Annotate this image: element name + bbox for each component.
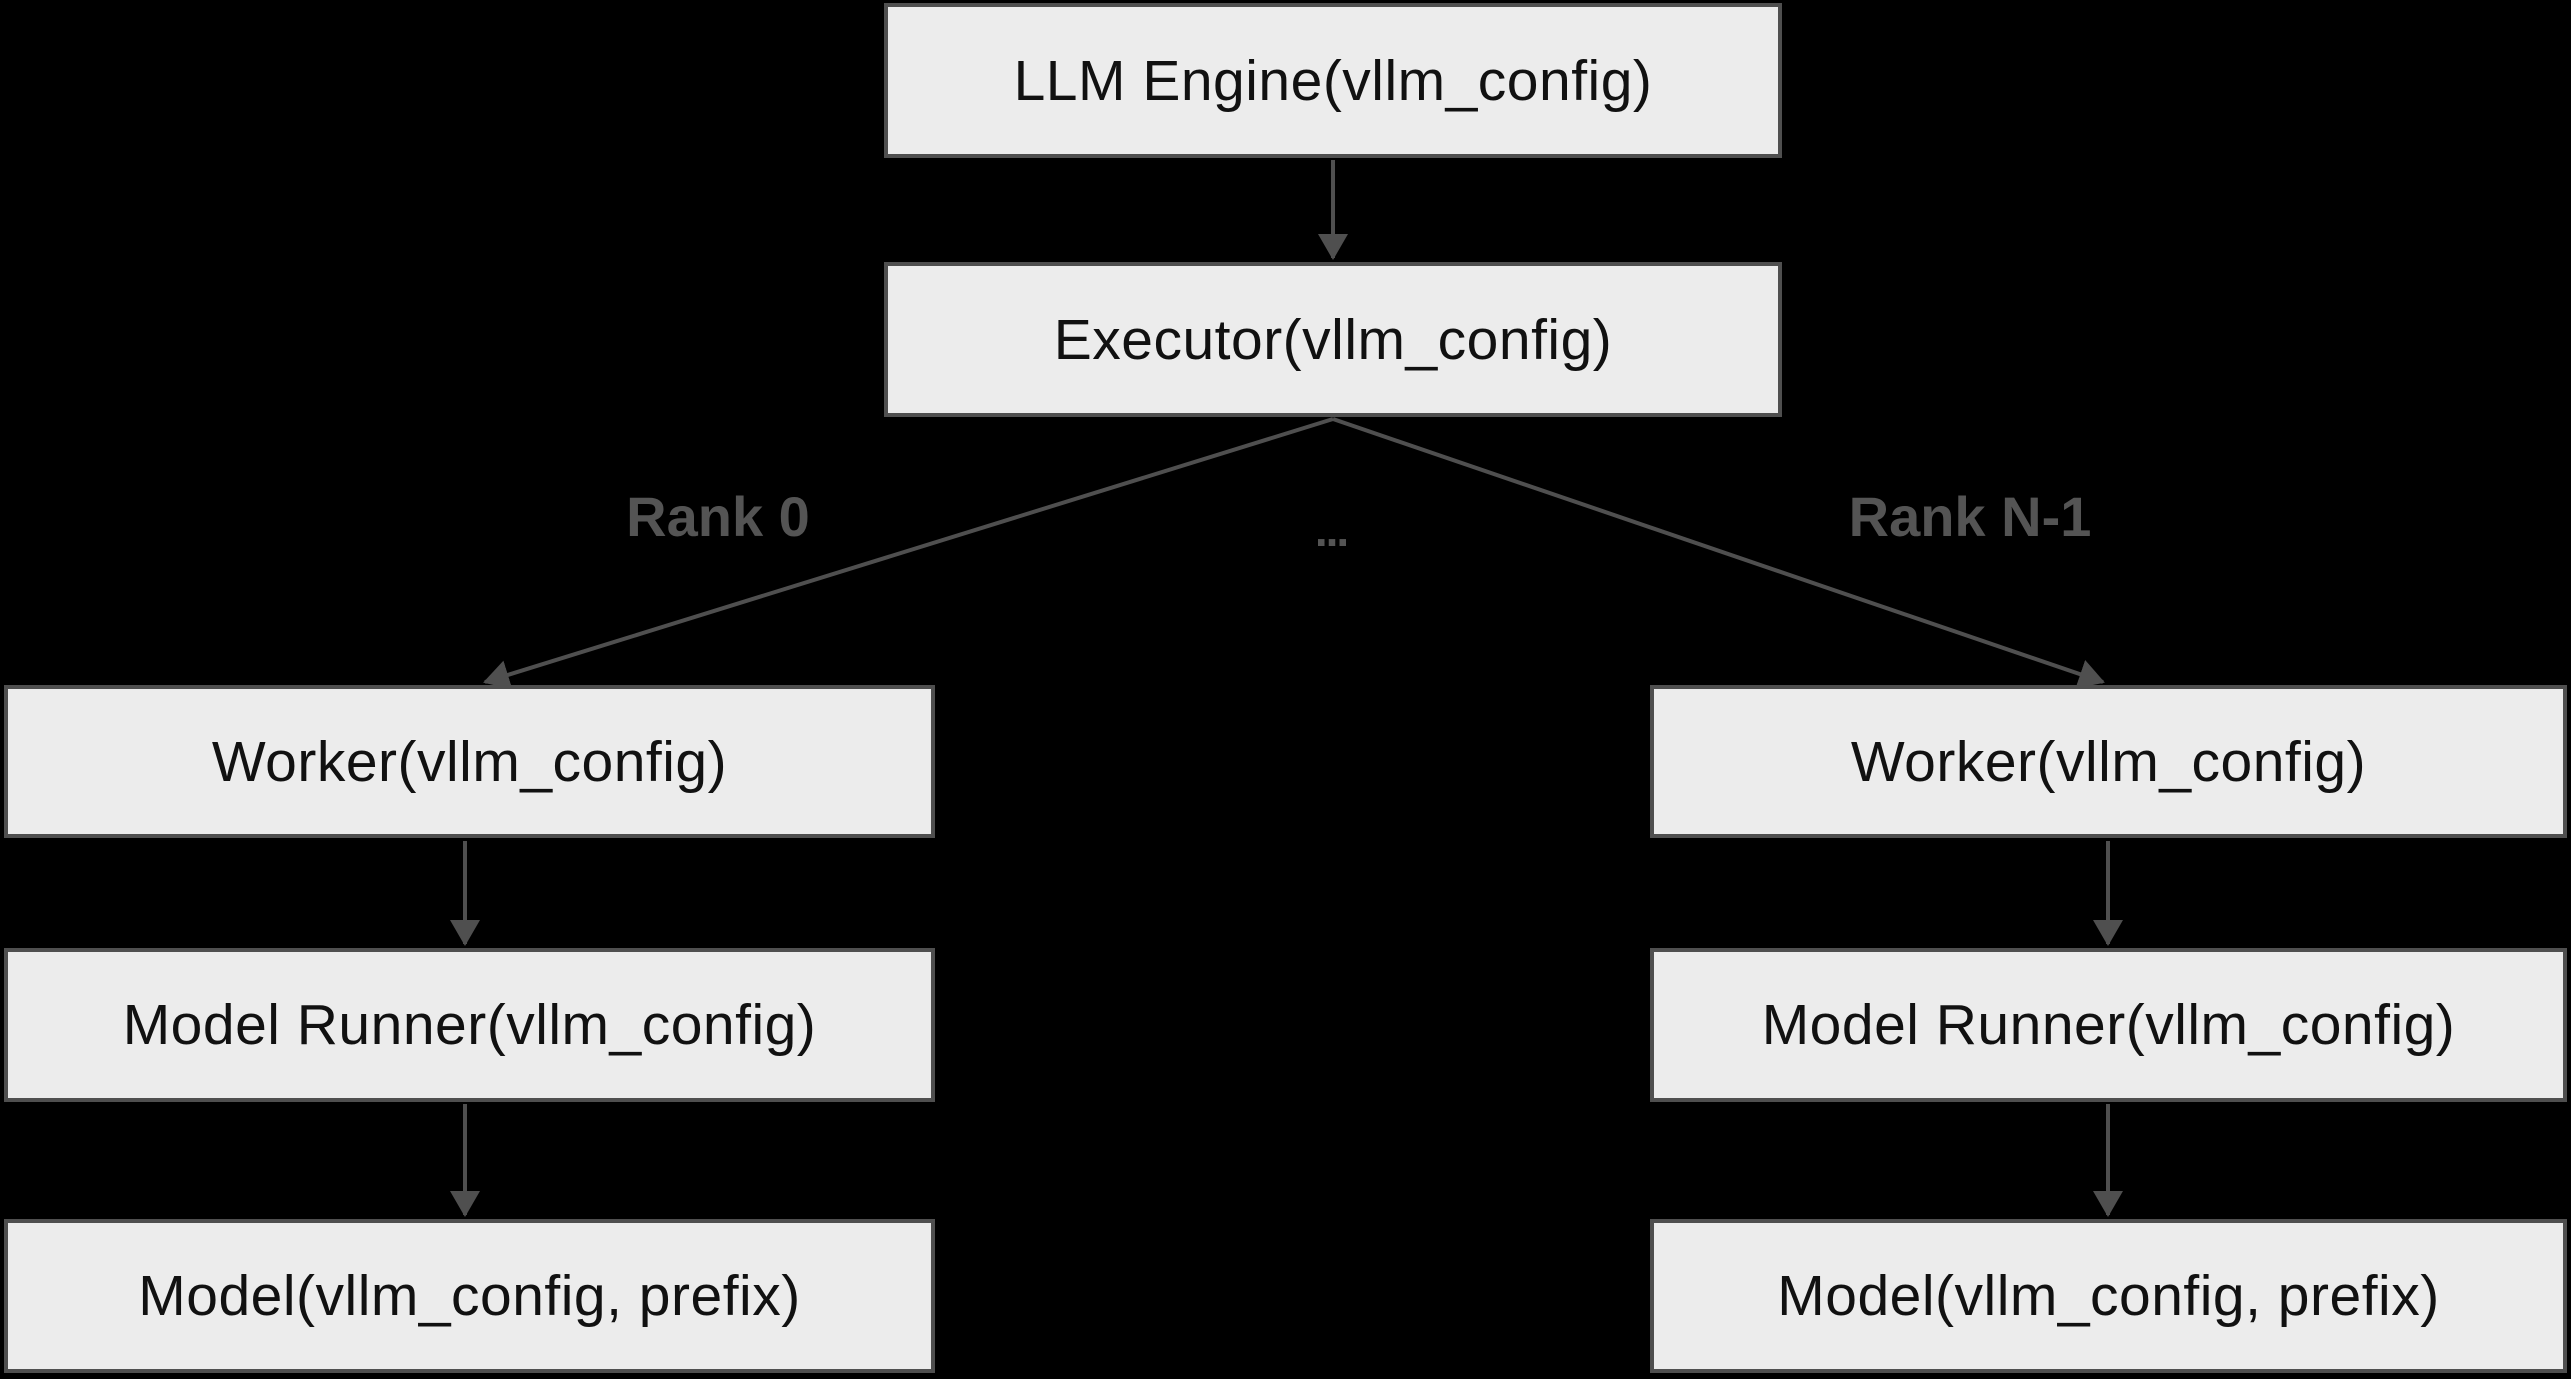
edge-executor-to-worker-right — [1332, 417, 2105, 689]
node-model-runner-right-label: Model Runner(vllm_config) — [1761, 993, 2456, 1057]
node-model-runner-left-label: Model Runner(vllm_config) — [122, 993, 817, 1057]
node-model-runner-right: Model Runner(vllm_config) — [1650, 948, 2567, 1102]
node-worker-left: Worker(vllm_config) — [4, 685, 935, 838]
node-llm-engine-label: LLM Engine(vllm_config) — [1013, 48, 1653, 113]
node-model-left-label: Model(vllm_config, prefix) — [138, 1264, 801, 1328]
node-worker-left-label: Worker(vllm_config) — [211, 729, 728, 794]
edge-label-rank-n-minus-1: Rank N-1 — [1848, 485, 2092, 548]
edge-label-rank-0: Rank 0 — [626, 485, 810, 548]
node-executor: Executor(vllm_config) — [884, 262, 1782, 417]
node-worker-right-label: Worker(vllm_config) — [1850, 729, 2367, 794]
node-model-left: Model(vllm_config, prefix) — [4, 1219, 935, 1373]
edge-executor-to-worker-left — [483, 417, 1334, 690]
node-model-right-label: Model(vllm_config, prefix) — [1777, 1264, 2440, 1328]
edge-label-ellipsis: ... — [1314, 504, 1349, 556]
node-llm-engine: LLM Engine(vllm_config) — [884, 3, 1782, 158]
node-model-right: Model(vllm_config, prefix) — [1650, 1219, 2567, 1373]
node-executor-label: Executor(vllm_config) — [1053, 307, 1613, 372]
node-worker-right: Worker(vllm_config) — [1650, 685, 2567, 838]
node-model-runner-left: Model Runner(vllm_config) — [4, 948, 935, 1102]
